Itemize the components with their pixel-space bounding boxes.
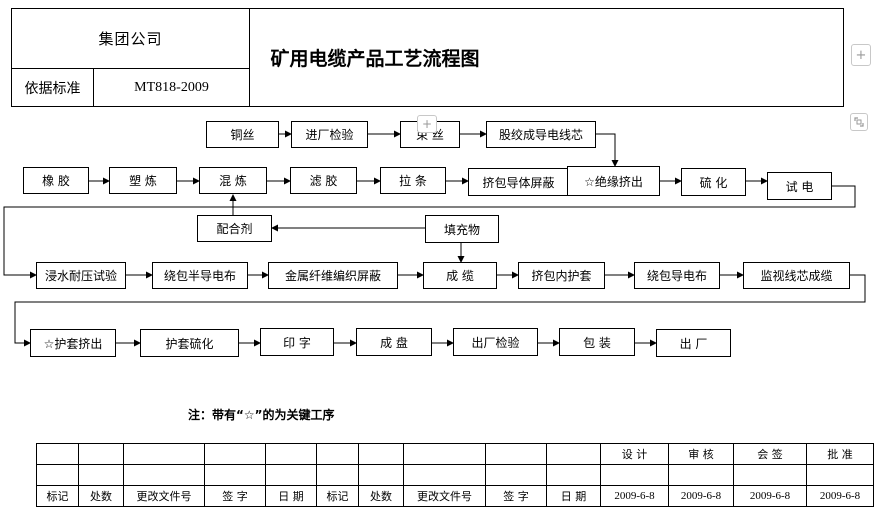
step-monitor-core-cabling: 监视线芯成缆 [743,262,850,289]
signoff-design-date: 2009-6-8 [600,485,669,507]
blank-row [36,464,874,486]
signoff-approve-date: 2009-6-8 [806,485,874,507]
step-mixing: 混 炼 [199,167,267,194]
signoff-review-label: 审 核 [668,443,734,465]
empty-cell [36,443,79,465]
arrow-strand-to-insulation [596,133,619,167]
empty-cell [806,464,874,486]
empty-cell [358,443,404,465]
input-compound-agent: 配合剂 [197,215,272,242]
revision-mark-label: 标记 [316,485,359,507]
revision-date-label: 日 期 [265,485,317,507]
step-filter-rubber: 滤 胶 [290,167,357,194]
signoff-review-date: 2009-6-8 [668,485,734,507]
step-copper-wire: 铜丝 [206,121,279,148]
step-vulcanize: 硫 化 [681,168,746,196]
empty-cell [546,443,601,465]
step-rubber: 橡 胶 [23,167,89,194]
header-frame [11,8,844,107]
step-packing: 包 装 [559,328,635,356]
revision-signature-label: 签 字 [204,485,266,507]
empty-cell [546,464,601,486]
empty-cell [316,443,359,465]
step-printing: 印 字 [260,328,334,356]
step-plasticize: 塑 炼 [109,167,177,194]
step-sheath-vulcanize: 护套硫化 [140,329,239,357]
revision-signoff-table: 设 计 审 核 会 签 批 准 标记 处数 更改文件号 签 字 日 期 标记 处… [36,443,874,507]
empty-cell [36,464,79,486]
empty-cell [600,464,669,486]
step-coiling: 成 盘 [356,328,432,356]
revision-date-label: 日 期 [546,485,601,507]
header-divider-vertical [249,8,250,107]
step-strip-pull: 拉 条 [380,167,446,194]
empty-cell [204,443,266,465]
revision-mark-label: 标记 [36,485,79,507]
resize-handle-icon[interactable] [850,113,868,131]
revision-signature-label: 签 字 [485,485,547,507]
step-extrude-conductor-screen: 挤包导体屏蔽 [468,168,569,196]
signoff-approve-label: 批 准 [806,443,874,465]
step-semiconductive-tape: 绕包半导电布 [152,262,248,289]
add-block-button[interactable]: + [851,44,871,66]
step-water-pressure-test: 浸水耐压试验 [36,262,126,289]
revision-doc-no-label: 更改文件号 [123,485,205,507]
standard-label: 依据标准 [24,80,81,97]
expand-icon [854,117,864,127]
signoff-header-row: 设 计 审 核 会 签 批 准 [36,443,874,465]
step-test-voltage: 试 电 [767,172,832,200]
document-title: 矿用电缆产品工艺流程图 [270,48,480,70]
empty-cell [403,464,486,486]
revision-doc-no-label: 更改文件号 [403,485,486,507]
empty-cell [265,443,317,465]
step-cabling: 成 缆 [423,262,497,289]
company-name: 集团公司 [98,30,163,48]
empty-cell [358,464,404,486]
empty-cell [123,443,205,465]
revision-count-label: 处数 [358,485,404,507]
empty-cell [403,443,486,465]
revision-label-row: 标记 处数 更改文件号 签 字 日 期 标记 处数 更改文件号 签 字 日 期 … [36,485,874,507]
empty-cell [733,464,807,486]
step-insulation-extrusion: ☆绝缘挤出 [567,166,660,196]
empty-cell [485,464,547,486]
step-outgoing-inspection: 出厂检验 [453,328,538,356]
step-metal-fiber-braid: 金属纤维编织屏蔽 [268,262,398,289]
header-divider-horizontal [11,68,250,69]
step-sheath-extrusion: ☆护套挤出 [30,329,116,357]
empty-cell [668,464,734,486]
empty-cell [316,464,359,486]
signoff-countersign-date: 2009-6-8 [733,485,807,507]
step-strand-conductor: 股绞成导电线芯 [486,121,596,148]
step-conductive-tape: 绕包导电布 [634,262,720,289]
input-filler: 填充物 [425,215,499,243]
standard-value: MT818-2009 [134,79,209,95]
empty-cell [78,443,124,465]
insert-inline-button[interactable]: + [417,115,437,133]
signoff-design-label: 设 计 [600,443,669,465]
step-shipping: 出 厂 [656,329,731,357]
header-divider-standard [93,68,94,107]
empty-cell [204,464,266,486]
empty-cell [78,464,124,486]
step-incoming-inspection: 进厂检验 [291,121,368,148]
revision-count-label: 处数 [78,485,124,507]
empty-cell [485,443,547,465]
signoff-countersign-label: 会 签 [733,443,807,465]
empty-cell [265,464,317,486]
step-inner-sheath: 挤包内护套 [518,262,605,289]
key-process-note: 注：带有“☆”的为关键工序 [188,408,335,422]
empty-cell [123,464,205,486]
